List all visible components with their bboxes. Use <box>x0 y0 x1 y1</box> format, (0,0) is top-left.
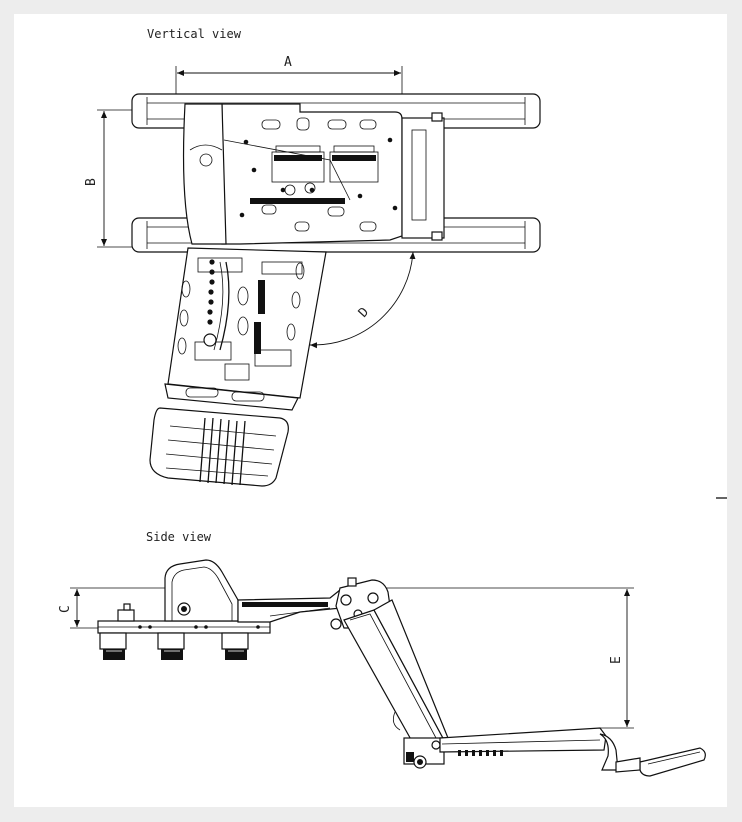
side-lower-joint <box>403 737 445 769</box>
dimension-e: E <box>360 587 634 729</box>
main-plate <box>221 103 445 245</box>
side-view-title: Side view <box>146 530 212 544</box>
side-heel-rest <box>615 747 706 777</box>
dimension-c-label: C <box>58 605 73 613</box>
side-arm <box>343 599 449 753</box>
side-pedal-plate <box>439 727 619 771</box>
side-motor-housing <box>164 559 239 622</box>
side-view: C E <box>58 559 706 777</box>
dimension-b-label: B <box>84 178 99 186</box>
drawing-sheet: Vertical view A B <box>14 14 727 807</box>
top-view: A B <box>84 55 541 487</box>
side-base <box>97 603 271 660</box>
dimension-c: C <box>58 587 182 629</box>
dimension-d-label: D <box>356 305 373 321</box>
dimension-e-label: E <box>609 656 624 664</box>
technical-drawing: Vertical view A B <box>58 27 727 777</box>
dimension-a-label: A <box>284 55 292 70</box>
dimension-d: D <box>309 251 416 349</box>
heel-rest <box>149 383 299 487</box>
pedal-linkage <box>182 103 351 347</box>
footplate <box>167 247 327 399</box>
vertical-view-title: Vertical view <box>147 27 242 41</box>
